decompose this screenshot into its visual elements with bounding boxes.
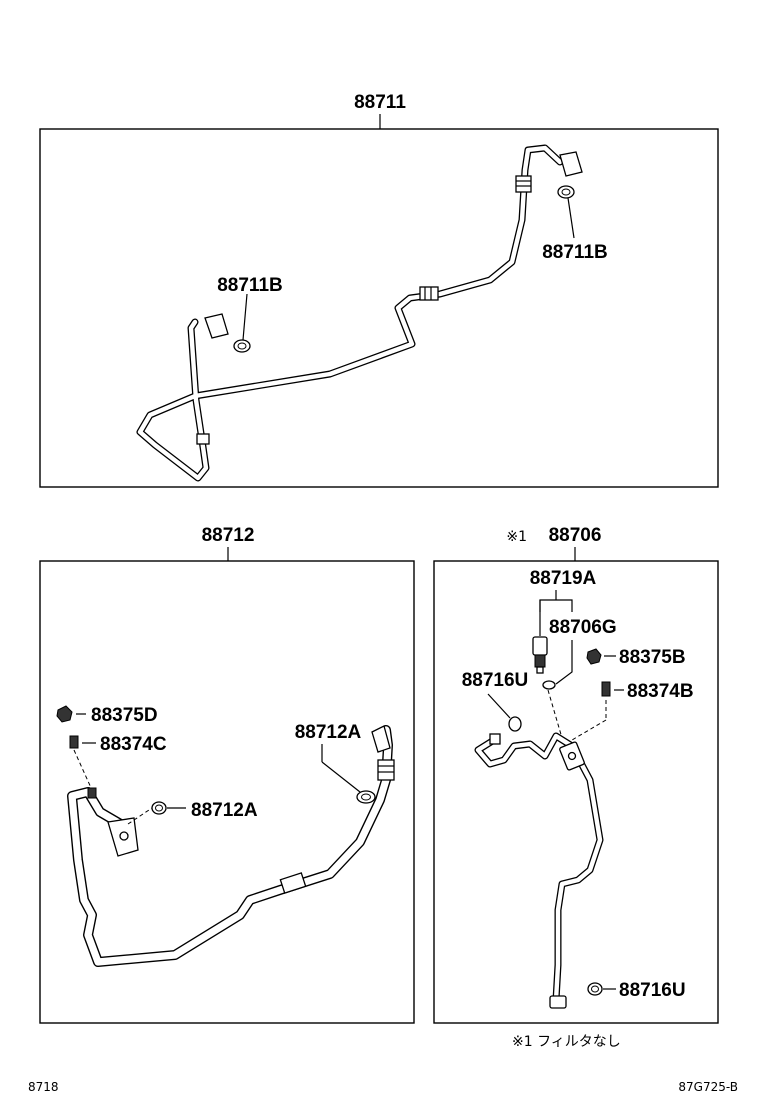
label-88374b: 88374B bbox=[627, 681, 694, 702]
label-88375b: 88375B bbox=[619, 647, 686, 668]
leader-line bbox=[567, 197, 575, 239]
panel-frame bbox=[39, 128, 719, 488]
o-ring-88716u bbox=[587, 982, 603, 996]
pipe-fitting bbox=[549, 995, 567, 1009]
assembly-dashed-line bbox=[547, 689, 563, 739]
o-ring-88712a bbox=[151, 801, 167, 815]
label-88716u-upper: 88716U bbox=[462, 670, 529, 691]
label-88716u-lower: 88716U bbox=[619, 980, 686, 1001]
panel-88711: 88711 88711B 88711B bbox=[39, 92, 719, 488]
part-number-88711: 88711 bbox=[354, 92, 406, 113]
label-88712a-upper: 88712A bbox=[295, 722, 362, 743]
crimp-ring bbox=[279, 872, 307, 894]
stud-bolt-88374b bbox=[601, 681, 611, 697]
crimp-ring bbox=[515, 175, 532, 193]
o-ring-88716u bbox=[508, 716, 522, 732]
o-ring-88711b bbox=[233, 339, 251, 353]
footnote: ※1 フィルタなし bbox=[512, 1034, 621, 1050]
pipe-88706 bbox=[474, 732, 604, 1009]
pipe-fitting bbox=[371, 725, 391, 753]
note-mark: ※1 bbox=[506, 529, 527, 545]
nut-88375b bbox=[586, 648, 602, 665]
stud-bolt-88374c bbox=[69, 735, 79, 749]
assembly-dashed-line bbox=[127, 807, 153, 825]
assembly-dashed-line bbox=[571, 719, 607, 741]
o-ring-88706g bbox=[542, 680, 556, 690]
pipe-88711 bbox=[136, 144, 583, 482]
part-number-88712: 88712 bbox=[202, 525, 255, 546]
stud-bolt bbox=[87, 787, 97, 799]
label-88706g: 88706G bbox=[549, 617, 617, 638]
leader-line bbox=[555, 640, 573, 685]
panel-88712: 88712 88375D 88374C bbox=[39, 525, 415, 1024]
switch-body bbox=[534, 654, 546, 668]
crimp-ring bbox=[377, 759, 395, 781]
pipe-fitting bbox=[204, 313, 229, 339]
pipe-fitting bbox=[559, 151, 583, 177]
pressure-switch-88719a bbox=[532, 636, 548, 656]
part-number-88706: 88706 bbox=[549, 525, 602, 546]
panel-frame bbox=[433, 560, 719, 1024]
page-code-left: 8718 bbox=[28, 1080, 59, 1094]
page-code-right: 87G725-B bbox=[678, 1080, 738, 1094]
label-88374c: 88374C bbox=[100, 734, 167, 755]
panel-88706: ※1 88706 88719A 88706G 88375B 88374B 887… bbox=[433, 525, 719, 1050]
label-88711b-left: 88711B bbox=[217, 275, 283, 296]
crimp-ring bbox=[419, 286, 439, 301]
leader-line bbox=[242, 293, 248, 341]
pipe-fitting bbox=[489, 733, 501, 745]
nut-88375d bbox=[56, 705, 73, 723]
panel-frame bbox=[39, 560, 415, 1024]
o-ring-88711b bbox=[557, 185, 575, 199]
label-88711b-right: 88711B bbox=[542, 242, 608, 263]
o-ring-88712a bbox=[356, 790, 376, 804]
crimp-ring bbox=[196, 433, 210, 445]
hose-88712 bbox=[67, 725, 395, 967]
label-88375d: 88375D bbox=[91, 705, 158, 726]
leader-line bbox=[321, 761, 361, 793]
assembly-dashed-line bbox=[73, 749, 93, 791]
leader-line bbox=[487, 693, 511, 719]
label-88712a-lower: 88712A bbox=[191, 800, 258, 821]
leader-bracket bbox=[539, 599, 573, 612]
label-88719a: 88719A bbox=[530, 568, 597, 589]
